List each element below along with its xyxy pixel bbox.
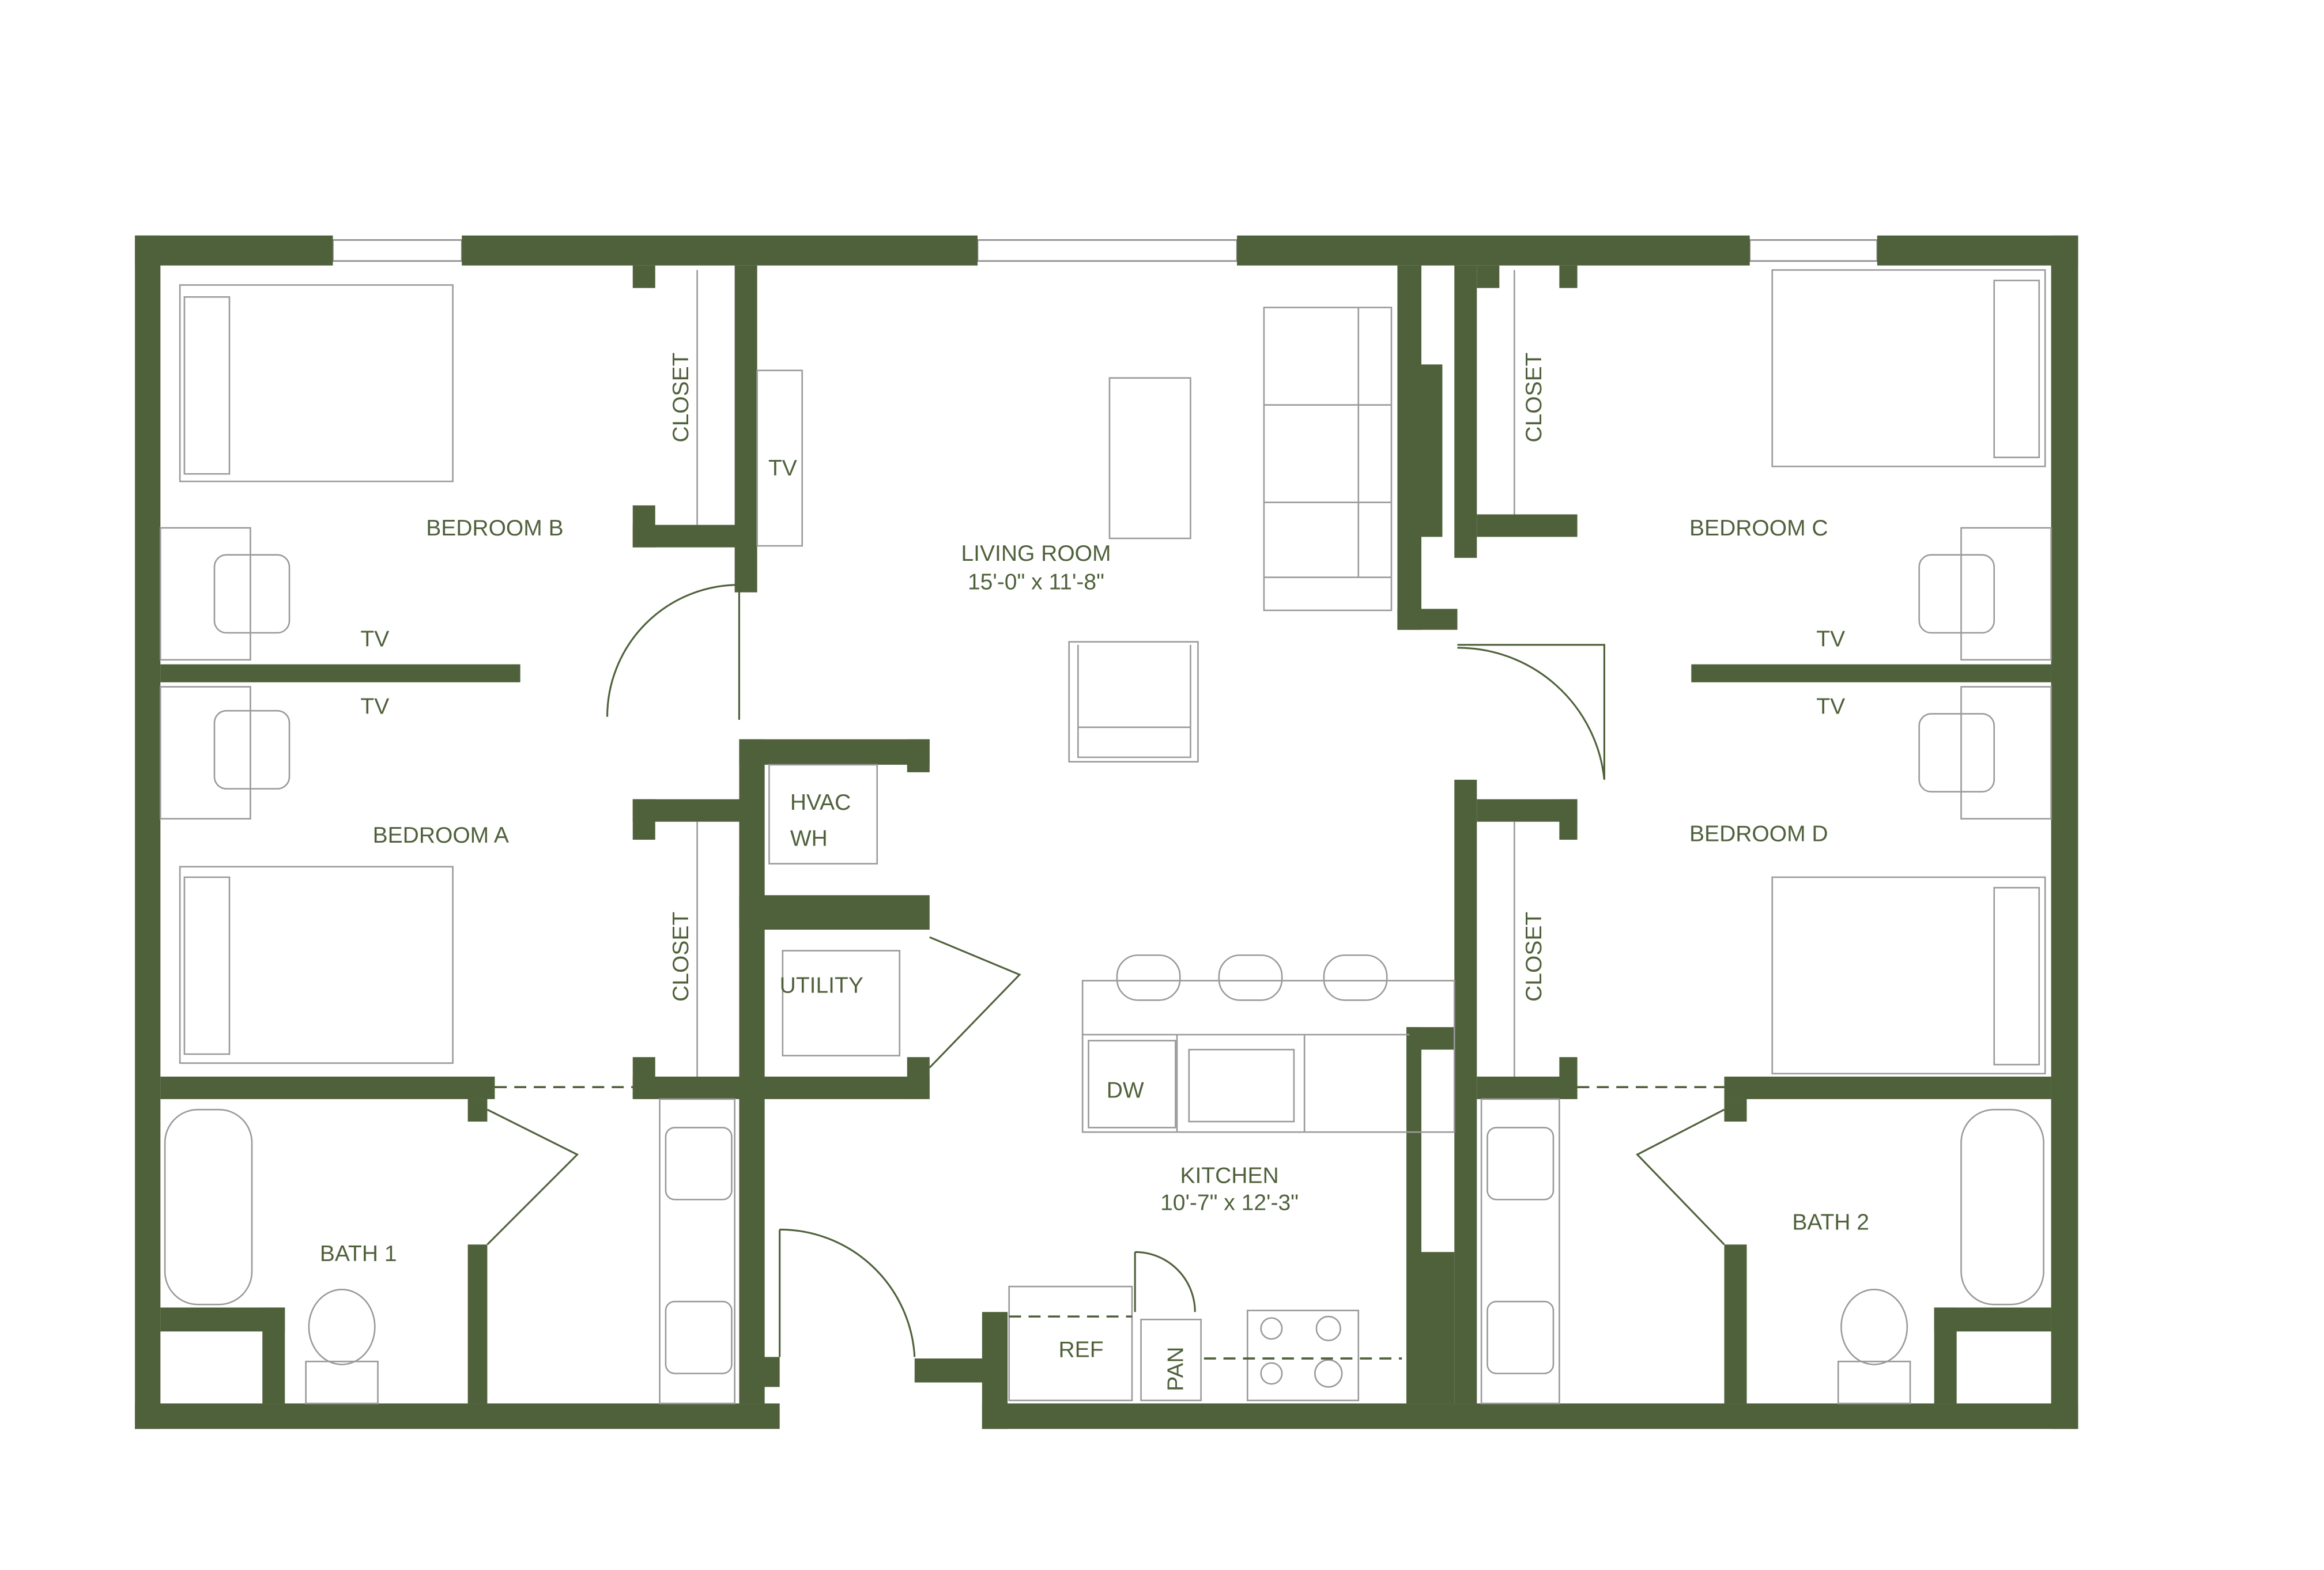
label-tv: TV <box>1816 694 1845 719</box>
label-wh: WH <box>790 826 828 851</box>
walls <box>135 235 2078 1429</box>
label-closet-a: CLOSET <box>669 912 693 1002</box>
label-closet-d: CLOSET <box>1522 912 1546 1002</box>
label-living-room-dims: 15'-0" x 11'-8" <box>968 570 1104 595</box>
windows <box>332 239 1878 262</box>
label-living-room: LIVING ROOM <box>961 541 1111 566</box>
doors[interactable] <box>486 584 1725 1357</box>
label-kitchen: KITCHEN <box>1180 1164 1278 1188</box>
label-tv: TV <box>360 627 389 651</box>
label-tv: TV <box>1816 627 1845 651</box>
label-bedroom-a: BEDROOM A <box>373 823 509 848</box>
label-pan: PAN <box>1163 1347 1188 1391</box>
label-ref: REF <box>1059 1337 1104 1362</box>
label-bedroom-b: BEDROOM B <box>426 516 563 541</box>
label-utility: UTILITY <box>780 973 863 998</box>
label-closet-c: CLOSET <box>1522 353 1546 443</box>
label-bath-2: BATH 2 <box>1792 1210 1869 1235</box>
label-kitchen-dims: 10'-7" x 12'-3" <box>1160 1190 1299 1215</box>
label-bath-1: BATH 1 <box>320 1241 397 1266</box>
label-hvac: HVAC <box>790 790 851 815</box>
label-tv: TV <box>768 456 797 481</box>
label-bedroom-d: BEDROOM D <box>1689 822 1828 847</box>
label-tv: TV <box>360 694 389 719</box>
furniture <box>160 269 2052 1405</box>
room-labels: BEDROOM B BEDROOM A BEDROOM C BEDROOM D … <box>320 353 1869 1391</box>
label-bedroom-c: BEDROOM C <box>1689 516 1828 541</box>
label-closet-b: CLOSET <box>669 353 693 443</box>
label-dw: DW <box>1107 1078 1144 1103</box>
